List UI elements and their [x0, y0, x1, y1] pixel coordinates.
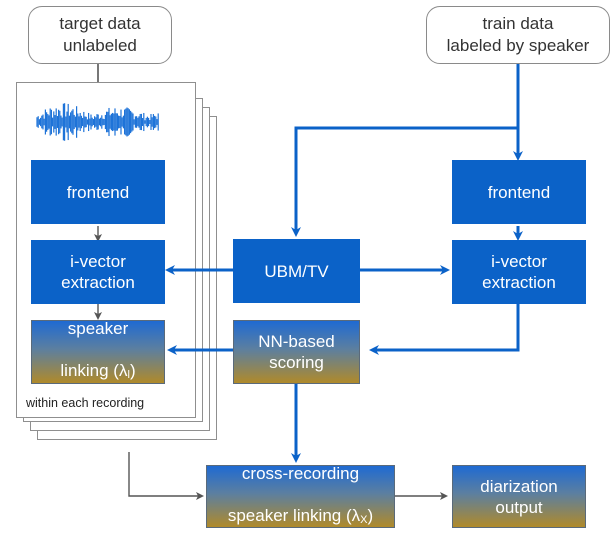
nn-based-scoring-box: NN-based scoring [233, 320, 360, 384]
cross-linking-line1: cross-recording [241, 463, 360, 483]
frontend-left: frontend [31, 160, 165, 224]
ivector-extraction-left: i-vector extraction [31, 240, 165, 304]
waveform-icon [36, 103, 159, 141]
speaker-linking-close: ) [129, 361, 136, 380]
speaker-linking-within: speaker linking (λl) [31, 319, 165, 386]
speaker-linking-subscript: l [127, 369, 130, 381]
frontend-right: frontend [452, 160, 586, 224]
cross-linking-close: ) [367, 505, 374, 525]
speaker-linking-line1: speaker [67, 319, 129, 338]
cross-linking-line2-wrap: speaker linking (λX) [228, 505, 373, 531]
diarization-output-box: diarization output [452, 465, 586, 528]
train-data-box: train data labeled by speaker [426, 6, 610, 64]
cross-linking-subscript: X [360, 513, 368, 526]
speaker-linking-line2: linking (λ [60, 361, 128, 380]
connector-lines [94, 64, 523, 500]
cross-recording-linking-box: cross-recording speaker linking (λX) [206, 463, 395, 531]
cross-linking-line2: speaker linking (λ [227, 505, 361, 525]
within-recording-caption: within each recording [26, 396, 145, 410]
ubm-tv-box: UBM/TV [233, 239, 360, 303]
speaker-linking-line2-wrap: linking (λl) [60, 360, 135, 386]
target-data-box: target data unlabeled [28, 6, 172, 64]
ivector-extraction-right: i-vector extraction [452, 240, 586, 304]
